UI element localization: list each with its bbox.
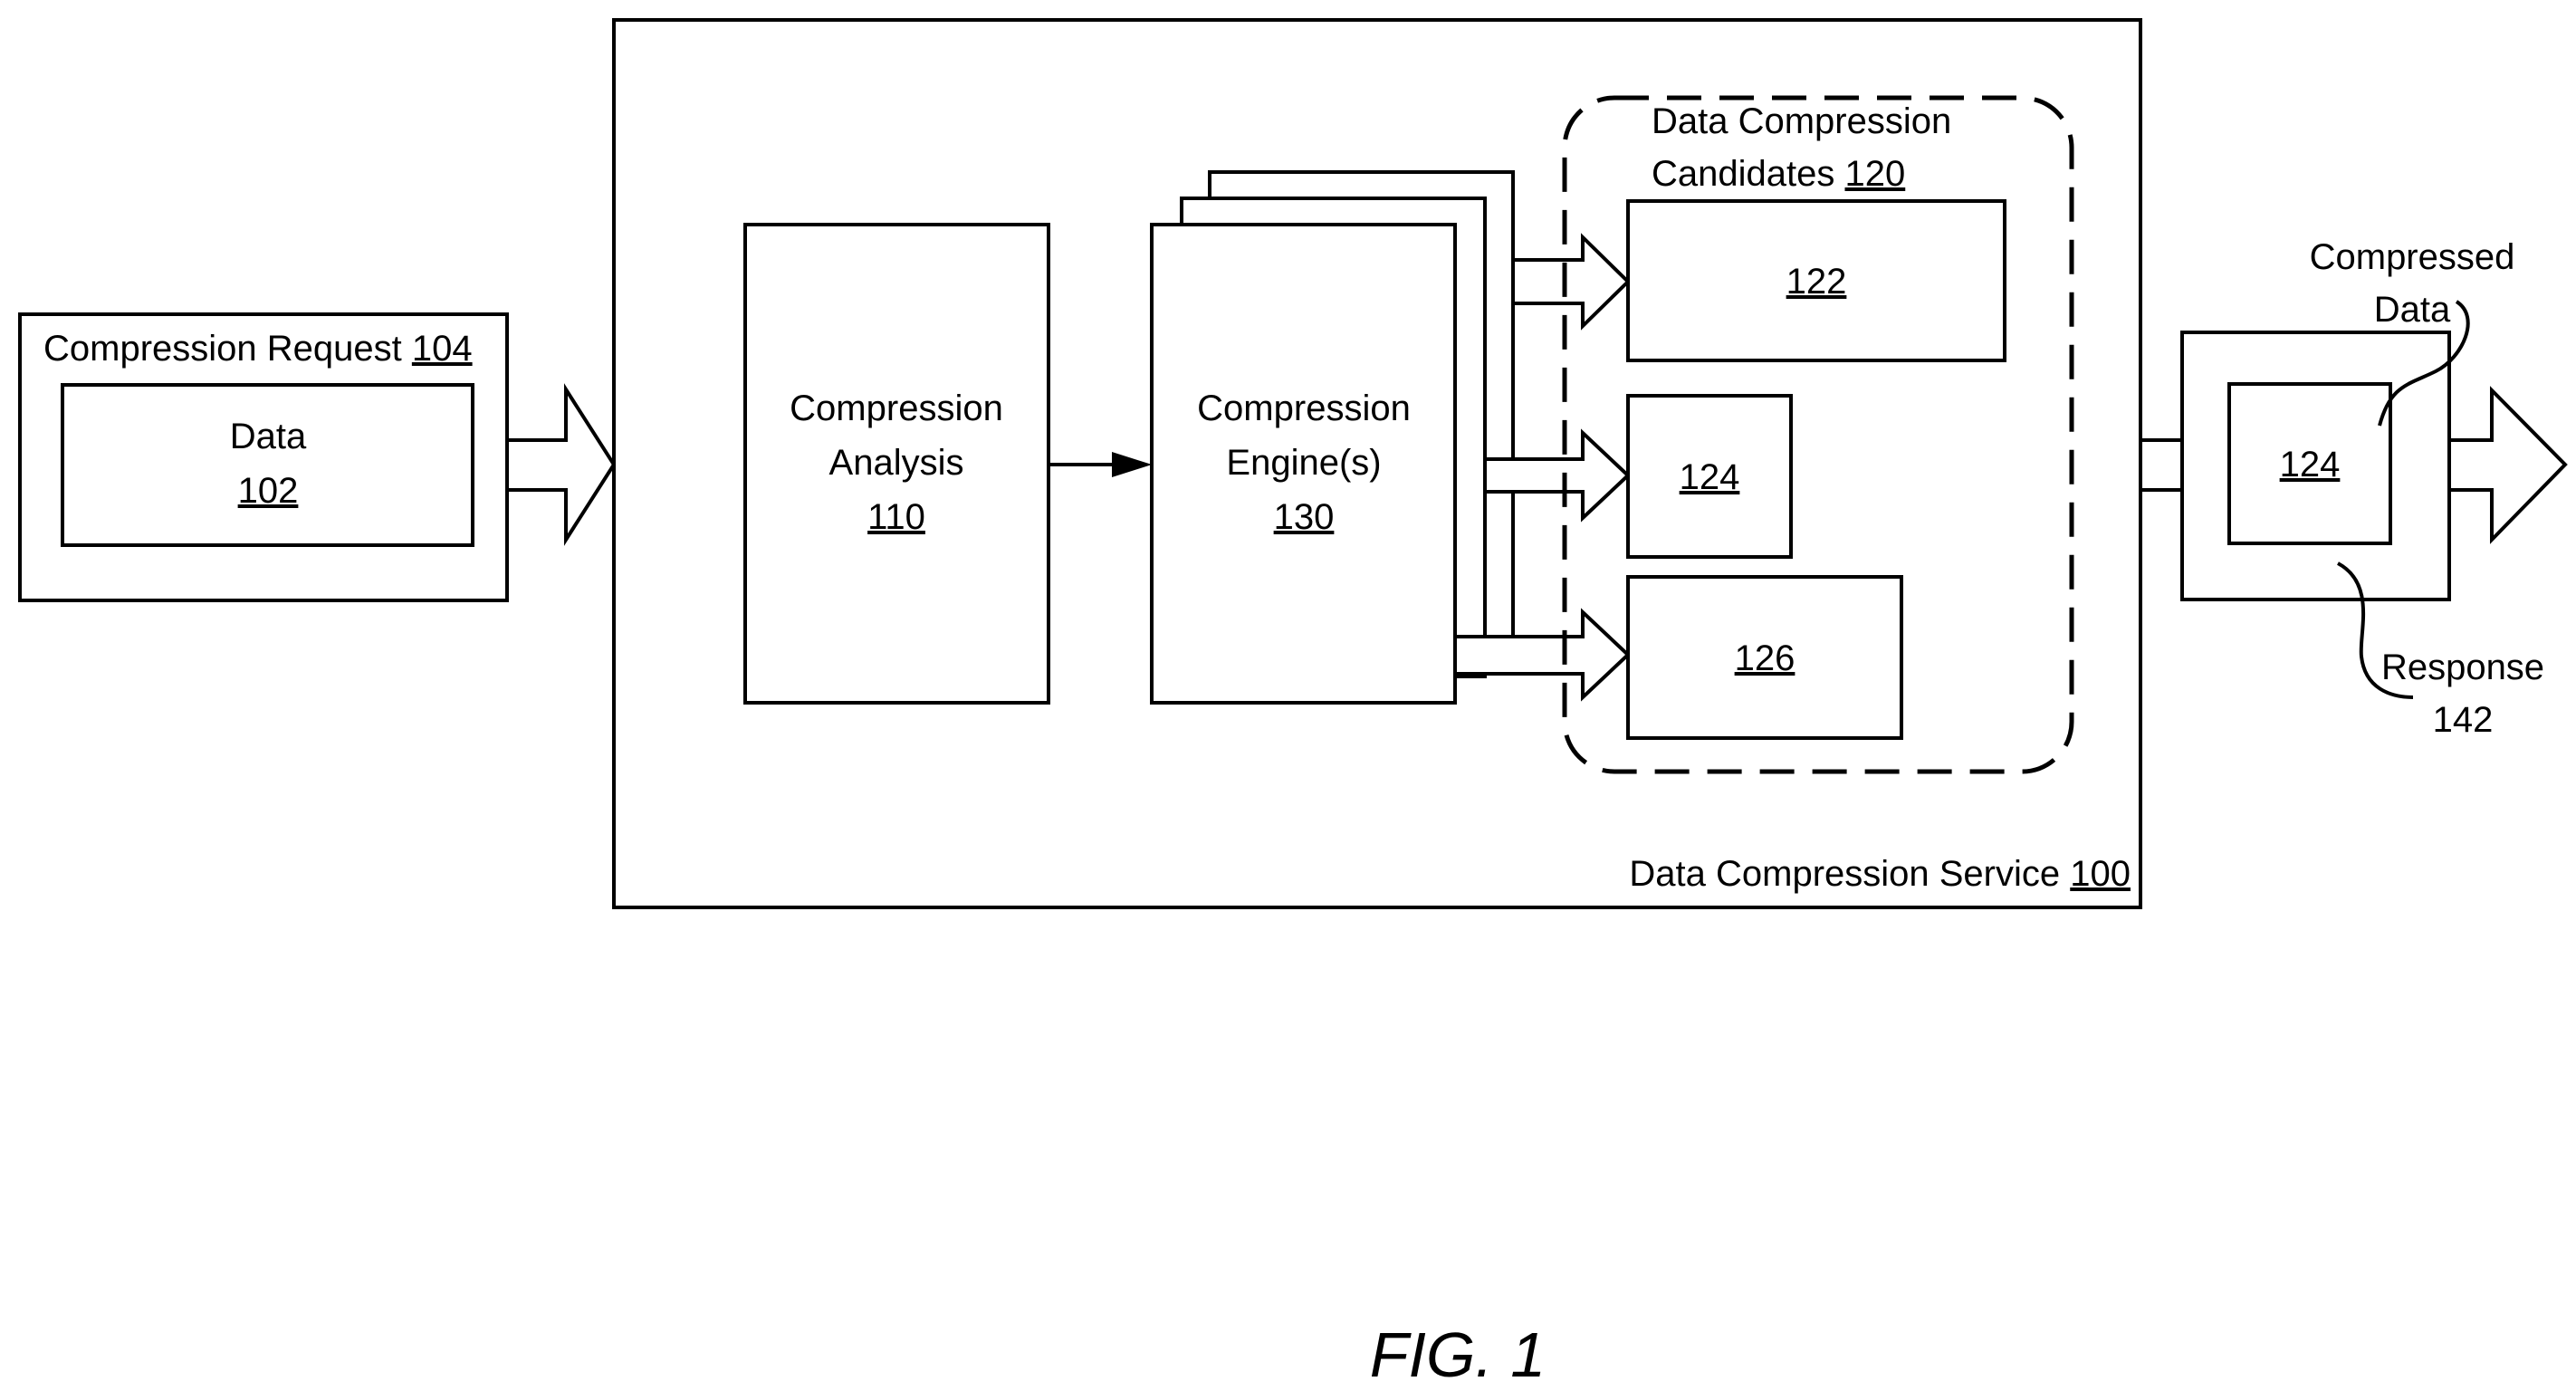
compression-request-block: Compression Request 104 Data 102 [20, 314, 507, 600]
compressed-data-label-line1: Compressed [2310, 237, 2515, 277]
candidates-ref: 120 [1844, 154, 1905, 194]
data-compression-service-ref: 100 [2070, 854, 2131, 894]
candidate-126-label: 126 [1735, 638, 1796, 678]
compression-analysis-line2: Analysis [829, 443, 964, 483]
input-arrow [507, 389, 614, 540]
output-arrow [2449, 390, 2565, 540]
response-ref: 142 [2433, 700, 2494, 740]
compression-request-title: Compression Request 104 [43, 329, 473, 369]
response-label: Response [2381, 648, 2544, 687]
figure-caption: FIG. 1 [1370, 1319, 1546, 1390]
compression-engine-line2: Engine(s) [1226, 443, 1381, 483]
candidate-124-label: 124 [1680, 457, 1740, 497]
data-box [62, 385, 473, 545]
candidates-title-line2: Candidates 120 [1652, 154, 1905, 194]
compression-analysis-block: Compression Analysis 110 [745, 225, 1049, 703]
compression-analysis-ref: 110 [867, 497, 925, 537]
compression-engine-line1: Compression [1197, 389, 1411, 428]
data-label: Data [230, 417, 307, 456]
compressed-data-ref: 124 [2280, 445, 2341, 484]
compression-engine-block: Compression Engine(s) 130 [1152, 172, 1513, 703]
data-ref: 102 [238, 471, 299, 511]
compression-request-ref: 104 [412, 329, 473, 369]
compressed-data-label-line2: Data [2374, 290, 2451, 330]
service-to-response-connector [2140, 440, 2182, 490]
compression-analysis-line1: Compression [790, 389, 1003, 428]
data-compression-service-title: Data Compression Service 100 [1629, 854, 2131, 894]
candidates-title-line1: Data Compression [1652, 101, 1951, 141]
candidate-122-label: 122 [1786, 262, 1847, 302]
compression-engine-ref: 130 [1274, 497, 1335, 537]
